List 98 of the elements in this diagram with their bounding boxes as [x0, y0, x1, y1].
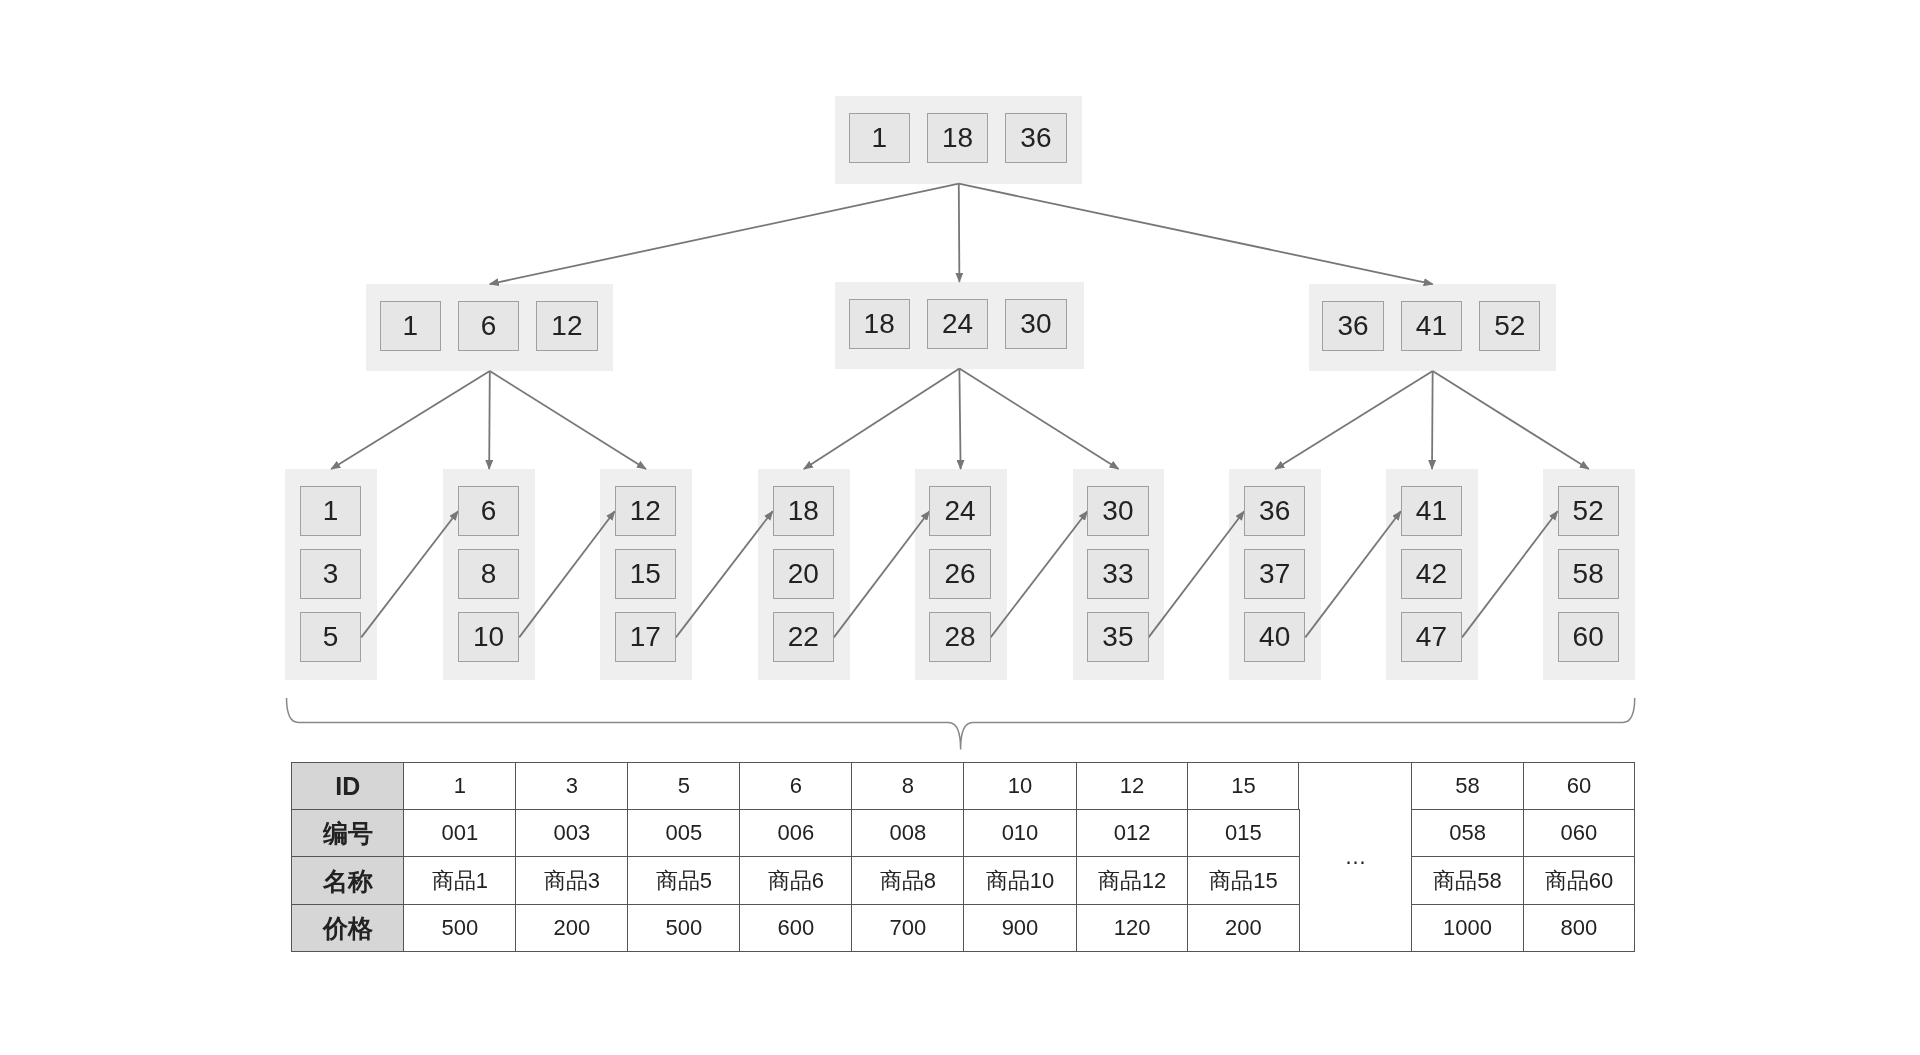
table-cell: 商品1 [403, 856, 517, 906]
key-box: 41 [1400, 301, 1462, 352]
key-box: 26 [929, 549, 991, 600]
key-box: 12 [614, 486, 676, 537]
node-panel [366, 284, 614, 371]
arrow [803, 367, 961, 470]
arrow [1274, 370, 1434, 470]
key-box: 18 [848, 298, 910, 349]
row-header-cell: 名称 [290, 856, 405, 906]
key-box: 24 [926, 298, 989, 349]
arrow [1428, 370, 1437, 470]
key-box: 6 [457, 301, 520, 352]
node-panel [835, 95, 1083, 184]
arrow [1461, 510, 1559, 639]
key-box: 42 [1400, 549, 1462, 600]
node-panel [1308, 284, 1557, 371]
key-box: 18 [772, 486, 834, 537]
node-panel [914, 468, 1007, 680]
table-cell: 600 [738, 904, 853, 953]
arrow [1304, 510, 1402, 639]
table-cell: 700 [851, 904, 965, 953]
node-panel [1542, 468, 1635, 680]
table-cell: 商品58 [1411, 856, 1524, 906]
key-box: 52 [1557, 486, 1619, 537]
key-box: 6 [457, 486, 520, 537]
key-box: 41 [1400, 486, 1462, 537]
table-cell: 商品5 [627, 856, 741, 906]
node-panel [1072, 468, 1165, 680]
arrow [360, 510, 459, 639]
key-box: 24 [929, 486, 991, 537]
arrow [485, 370, 494, 470]
key-box: 3 [300, 549, 362, 600]
key-box: 36 [1322, 301, 1384, 352]
arrow [955, 182, 964, 283]
key-box: 33 [1087, 549, 1149, 600]
key-box: 36 [1005, 112, 1067, 163]
node-panel [443, 468, 536, 680]
node-panel [835, 281, 1084, 369]
table-cell: 900 [962, 904, 1078, 953]
arrow [1147, 510, 1245, 639]
arrow [958, 367, 1120, 470]
table-cell: 1 [403, 762, 517, 811]
key-box: 22 [772, 612, 834, 663]
table-cell: 800 [1522, 904, 1636, 953]
table-cell: 5 [627, 762, 741, 811]
table-cell: 商品15 [1187, 856, 1300, 906]
key-box: 20 [772, 549, 834, 600]
arrow [833, 510, 931, 639]
table-cell: 商品60 [1522, 856, 1636, 906]
key-box: 30 [1087, 486, 1149, 537]
table-cell: 8 [851, 762, 965, 811]
arrow [1431, 370, 1590, 470]
key-box: 47 [1400, 612, 1462, 663]
table-cell: 200 [514, 904, 629, 953]
key-box: 28 [929, 612, 991, 663]
arrow [488, 182, 960, 287]
table-cell: … [1298, 762, 1413, 953]
key-box: 36 [1244, 486, 1306, 537]
node-panel [600, 468, 692, 680]
arrow [989, 510, 1089, 639]
key-box: 40 [1244, 612, 1306, 663]
node-panel [757, 468, 850, 680]
table-cell: 500 [627, 904, 741, 953]
arrow [518, 510, 616, 639]
arrow [957, 182, 1434, 287]
row-header-cell: 编号 [290, 808, 405, 858]
arrow [330, 370, 491, 470]
node-panel [285, 468, 378, 680]
key-box: 10 [457, 612, 520, 663]
arrow [956, 367, 965, 470]
key-box: 1 [379, 301, 441, 352]
table-cell: 58 [1411, 762, 1524, 811]
table-cell: 商品8 [851, 856, 965, 906]
table-cell: 500 [403, 904, 517, 953]
key-box: 1 [848, 112, 910, 163]
key-box: 17 [614, 612, 676, 663]
row-header-cell: 价格 [290, 904, 405, 953]
key-box: 12 [536, 301, 598, 352]
table-cell: 200 [1187, 904, 1300, 953]
key-box: 60 [1557, 612, 1619, 663]
key-box: 30 [1005, 298, 1067, 349]
table-cell: 60 [1522, 762, 1636, 811]
node-panel [1229, 468, 1322, 680]
table-cell: 1000 [1411, 904, 1524, 953]
key-box: 5 [300, 612, 362, 663]
key-box: 15 [614, 549, 676, 600]
key-box: 18 [926, 112, 989, 163]
arrow [488, 370, 647, 470]
key-box: 52 [1479, 301, 1541, 352]
key-box: 58 [1557, 549, 1619, 600]
row-header-cell: ID [290, 762, 405, 811]
arrow [675, 510, 774, 639]
key-box: 35 [1087, 612, 1149, 663]
key-box: 37 [1244, 549, 1306, 600]
key-box: 8 [457, 549, 520, 600]
key-box: 1 [300, 486, 362, 537]
node-panel [1386, 468, 1478, 680]
table-cell: 120 [1075, 904, 1189, 953]
